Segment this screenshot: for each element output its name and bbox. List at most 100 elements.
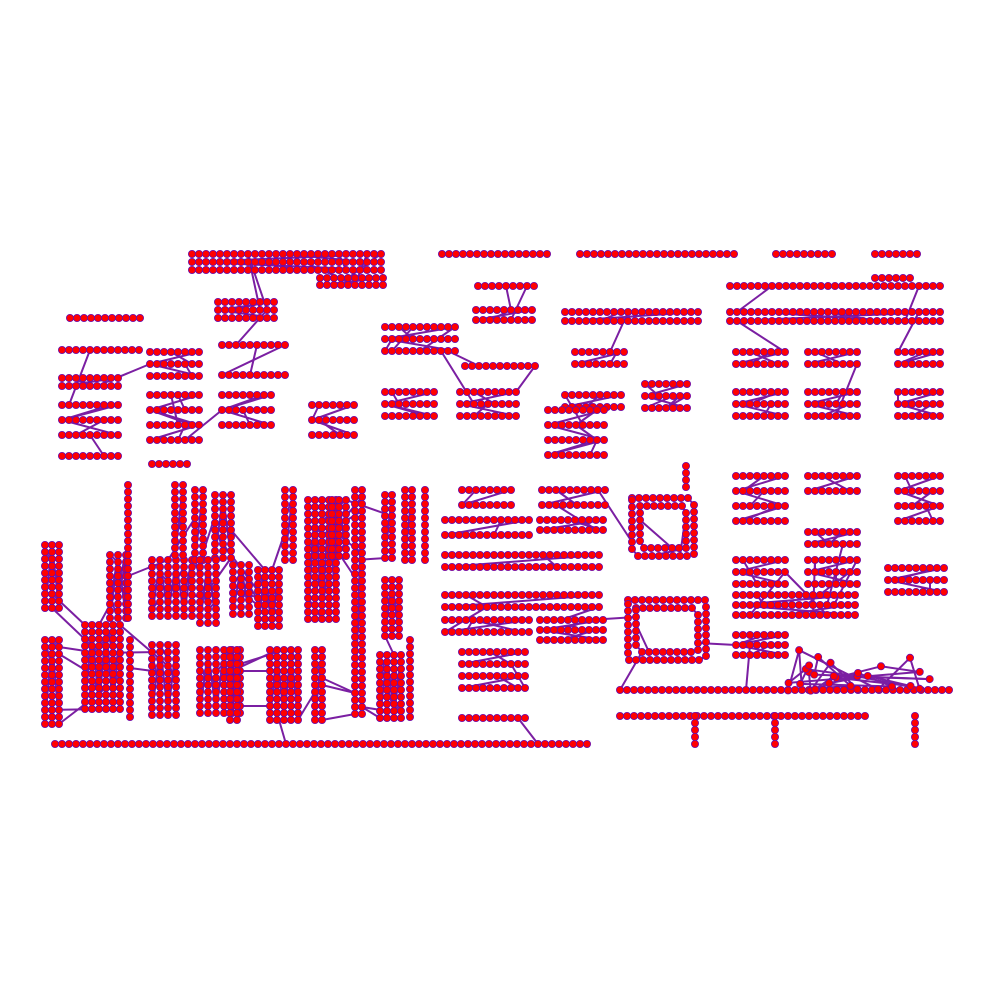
graph-node xyxy=(632,613,639,620)
graph-node xyxy=(212,570,219,577)
graph-node xyxy=(114,374,121,381)
graph-node xyxy=(265,258,272,265)
graph-node xyxy=(753,517,760,524)
graph-node xyxy=(212,688,219,695)
graph-node xyxy=(525,603,532,610)
graph-node xyxy=(873,317,880,324)
graph-node xyxy=(153,391,160,398)
graph-node xyxy=(832,388,839,395)
graph-node xyxy=(48,692,55,699)
graph-node xyxy=(279,258,286,265)
graph-node xyxy=(663,494,670,501)
graph-node xyxy=(788,611,795,618)
graph-node xyxy=(179,523,186,530)
graph-node xyxy=(811,580,818,587)
graph-node xyxy=(204,563,211,570)
graph-node xyxy=(230,266,237,273)
graph-node xyxy=(172,669,179,676)
graph-node xyxy=(204,605,211,612)
graph-node xyxy=(859,308,866,315)
graph-node xyxy=(476,603,483,610)
graph-node xyxy=(839,472,846,479)
graph-node xyxy=(218,341,225,348)
graph-node xyxy=(458,672,465,679)
graph-node xyxy=(756,686,763,693)
graph-node xyxy=(753,641,760,648)
graph-node xyxy=(891,588,898,595)
graph-node xyxy=(237,575,244,582)
graph-node xyxy=(929,308,936,315)
graph-node xyxy=(483,628,490,635)
graph-node xyxy=(746,388,753,395)
graph-node xyxy=(470,412,477,419)
graph-node xyxy=(781,631,788,638)
graph-node xyxy=(578,616,585,623)
graph-node xyxy=(915,308,922,315)
graph-node xyxy=(124,572,131,579)
graph-node xyxy=(491,400,498,407)
graph-node xyxy=(124,523,131,530)
graph-node xyxy=(55,604,62,611)
graph-node xyxy=(544,421,551,428)
graph-node xyxy=(253,421,260,428)
graph-node xyxy=(79,431,86,438)
graph-node xyxy=(760,651,767,658)
graph-node xyxy=(171,537,178,544)
graph-node xyxy=(219,505,226,512)
graph-node xyxy=(48,671,55,678)
graph-node xyxy=(196,570,203,577)
graph-node xyxy=(41,569,48,576)
graph-node xyxy=(694,632,701,639)
graph-node xyxy=(500,501,507,508)
graph-node xyxy=(936,517,943,524)
graph-node xyxy=(102,656,109,663)
graph-node xyxy=(483,603,490,610)
graph-node xyxy=(146,406,153,413)
graph-node xyxy=(746,601,753,608)
graph-node xyxy=(472,306,479,313)
graph-node xyxy=(494,250,501,257)
graph-node xyxy=(774,651,781,658)
graph-node xyxy=(148,612,155,619)
graph-node xyxy=(871,274,878,281)
graph-node xyxy=(237,610,244,617)
graph-node xyxy=(86,452,93,459)
graph-node xyxy=(502,282,509,289)
graph-node xyxy=(735,686,742,693)
graph-node xyxy=(48,706,55,713)
graph-node xyxy=(694,308,701,315)
graph-node xyxy=(682,530,689,537)
graph-node xyxy=(767,591,774,598)
graph-node xyxy=(668,544,675,551)
graph-node xyxy=(430,388,437,395)
graph-node xyxy=(571,616,578,623)
graph-node xyxy=(652,648,659,655)
graph-node xyxy=(107,452,114,459)
graph-node xyxy=(669,404,676,411)
graph-node xyxy=(321,258,328,265)
graph-edge xyxy=(598,490,632,542)
graph-node xyxy=(493,501,500,508)
graph-node xyxy=(209,250,216,257)
graph-node xyxy=(818,540,825,547)
graph-node xyxy=(507,316,514,323)
graph-node xyxy=(211,519,218,526)
graph-node xyxy=(539,551,546,558)
graph-node xyxy=(402,335,409,342)
graph-node xyxy=(188,436,195,443)
graph-node xyxy=(476,628,483,635)
graph-node xyxy=(807,250,814,257)
graph-node xyxy=(579,436,586,443)
graph-node xyxy=(218,371,225,378)
graph-node xyxy=(564,626,571,633)
graph-node xyxy=(746,651,753,658)
graph-node xyxy=(580,486,587,493)
graph-node xyxy=(899,274,906,281)
graph-node xyxy=(48,699,55,706)
graph-node xyxy=(225,371,232,378)
graph-node xyxy=(245,575,252,582)
graph-node xyxy=(511,616,518,623)
graph-node xyxy=(335,266,342,273)
graph-node xyxy=(93,346,100,353)
graph-node xyxy=(682,537,689,544)
